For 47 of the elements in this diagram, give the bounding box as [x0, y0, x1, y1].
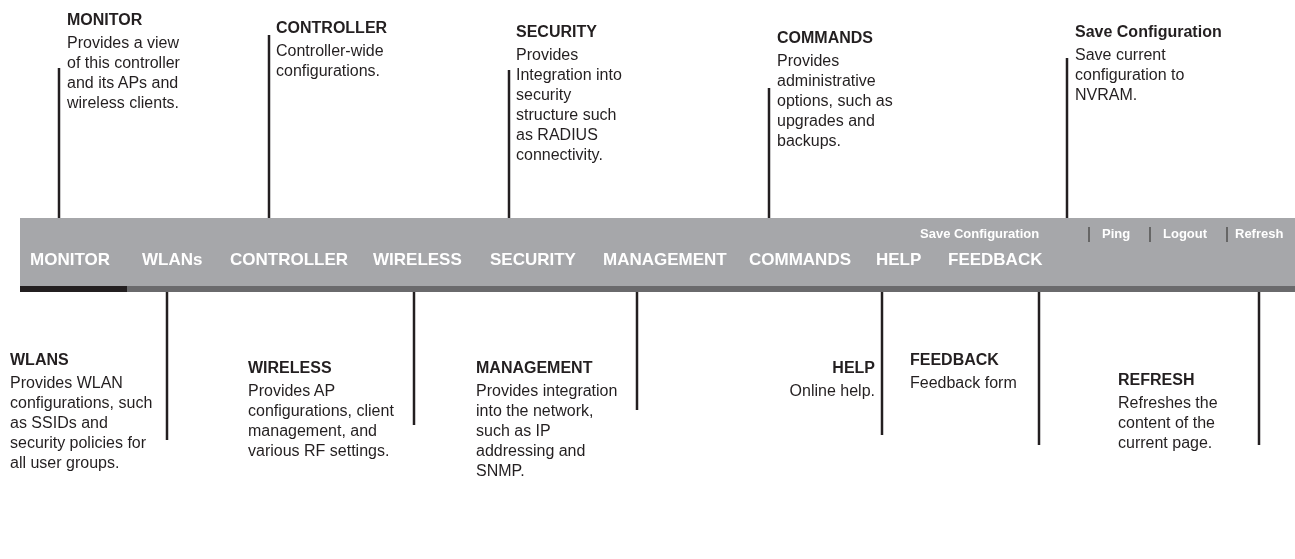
callout-text: Feedback form: [910, 373, 1018, 393]
menu-item: MONITOR: [30, 250, 110, 270]
callout-heading: COMMANDS: [777, 28, 874, 48]
callout-text: Provides integration into the network, such as IP addressing and SNMP.: [476, 381, 619, 481]
callout-text: Provides administrative options, such as upgrades and backups.: [777, 51, 894, 151]
callout-heading: MONITOR: [67, 10, 144, 30]
callout-text: Save current configuration to NVRAM.: [1075, 45, 1186, 105]
menu-item: CONTROLLER: [230, 250, 349, 270]
menu-item: SECURITY: [490, 250, 576, 270]
menu-item: Ping: [1102, 226, 1131, 242]
leader-line: [412, 292, 416, 425]
callout-heading: CONTROLLER: [276, 18, 389, 38]
menu-item: WLANs: [142, 250, 203, 270]
leader-line: [57, 68, 61, 218]
callout-heading: REFRESH: [1118, 370, 1196, 390]
leader-line: [880, 292, 884, 435]
menu-bar: [20, 218, 1295, 292]
leader-line: [1065, 58, 1069, 218]
menu-item: WIRELESS: [373, 250, 462, 270]
leader-line: [1257, 292, 1261, 445]
callout-text: Provides AP configurations, client management, and various RF settings.: [248, 381, 395, 461]
leader-line: [635, 292, 639, 410]
callout-heading: Save Configuration: [1075, 22, 1223, 42]
menu-item: Save Configuration: [920, 226, 1040, 242]
leader-line: [1037, 292, 1041, 445]
callout-text: Controller-wide configurations.: [276, 41, 385, 81]
menu-item: Refresh: [1235, 226, 1284, 242]
callout-text: Refreshes the content of the current page.: [1118, 393, 1219, 453]
menu-item: HELP: [876, 250, 922, 270]
menu-item: Logout: [1163, 226, 1208, 242]
callout-heading: WIRELESS: [248, 358, 333, 378]
callout-heading: SECURITY: [516, 22, 598, 42]
callout-text: Online help.: [788, 381, 875, 401]
leader-line: [507, 70, 511, 218]
menu-item: MANAGEMENT: [603, 250, 727, 270]
callout-heading: HELP: [831, 358, 875, 378]
leader-line: [267, 35, 271, 218]
callout-heading: FEEDBACK: [910, 350, 1000, 370]
leader-line: [165, 292, 169, 440]
menu-item: COMMANDS: [749, 250, 851, 270]
leader-line: [767, 88, 771, 218]
callout-heading: MANAGEMENT: [476, 358, 594, 378]
callout-text: Provides WLAN configurations, such as SSIDs and security policies for all user groups.: [10, 373, 154, 473]
menu-item: FEEDBACK: [948, 250, 1043, 270]
callout-heading: WLANS: [10, 350, 70, 370]
callout-text: Provides Integration into security structure such as RADIUS connectivity.: [516, 45, 623, 165]
callout-text: Provides a view of this controller and its APs and wireless clients.: [67, 33, 181, 113]
